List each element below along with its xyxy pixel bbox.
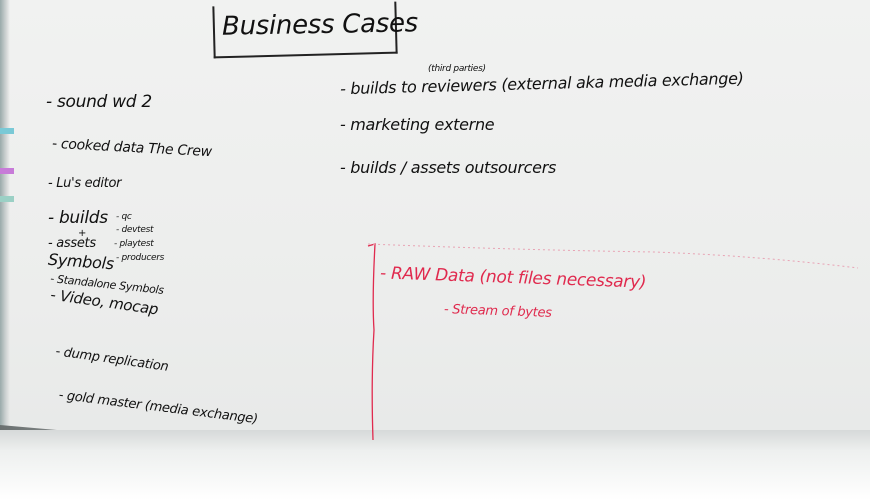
note-item: - devtest [116, 225, 154, 235]
color-artifact [0, 168, 14, 174]
list-item: + [78, 228, 87, 239]
list-item: - marketing externe [340, 115, 495, 134]
note-item: - playtest [114, 239, 154, 249]
annotation: (third parties) [428, 64, 486, 74]
color-artifact [0, 196, 14, 202]
list-item: - builds [48, 208, 108, 228]
note-item: - qc [116, 212, 132, 222]
color-artifact [0, 128, 14, 134]
list-item: - assets [48, 236, 96, 251]
list-item: - Lu's editor [48, 176, 122, 191]
list-item: - builds / assets outsourcers [340, 158, 557, 177]
list-item: - sound wd 2 [46, 92, 152, 112]
board-frame [0, 0, 10, 430]
note-item: - producers [116, 253, 165, 263]
marker-tray [0, 430, 870, 500]
